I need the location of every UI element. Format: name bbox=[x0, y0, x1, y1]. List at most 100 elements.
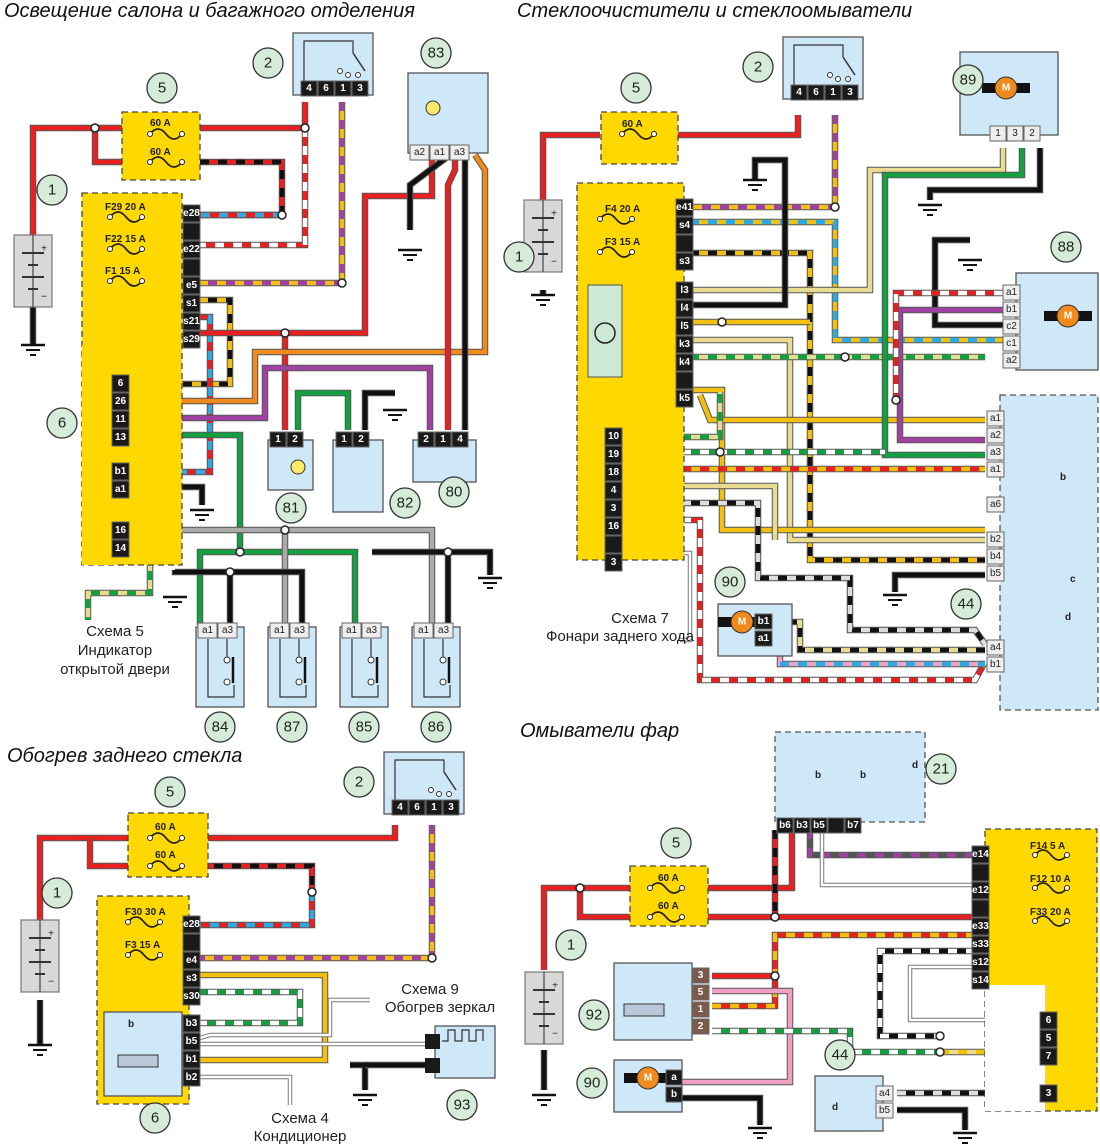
motor-letter: M bbox=[644, 1073, 652, 1084]
switch-contact bbox=[835, 76, 841, 82]
note-wire-scheme9 bbox=[189, 997, 370, 1044]
note-scheme4-line2: Кондиционер bbox=[254, 1128, 347, 1145]
fuse-symbol bbox=[149, 128, 183, 140]
lamp-83-label: 83 bbox=[428, 45, 445, 62]
mount-pin-label: 4 bbox=[611, 485, 617, 496]
battery-label-circle bbox=[503, 241, 535, 273]
mount-pin-label: s3 bbox=[186, 973, 198, 984]
fuse-terminal bbox=[647, 885, 653, 891]
lamp-81-pin-label: 2 bbox=[292, 434, 298, 445]
mount-pin-label: 13 bbox=[115, 432, 127, 443]
washer-pump-label-circle bbox=[714, 566, 746, 598]
ground-icon bbox=[353, 1093, 377, 1106]
wire bbox=[120, 153, 489, 405]
wire-b7-e12 bbox=[819, 830, 975, 888]
lamp-83-pin-label: a1 bbox=[434, 147, 446, 158]
lamp-icon bbox=[290, 459, 306, 475]
steering-switch-label: 44 bbox=[958, 596, 975, 613]
wire bbox=[160, 825, 399, 842]
mount-pin-box bbox=[675, 353, 694, 372]
door-switch-pin-box bbox=[341, 622, 362, 639]
mount-pin-box bbox=[971, 917, 990, 936]
steering-pin-label: a4 bbox=[879, 1088, 891, 1099]
switch-contact bbox=[367, 678, 375, 686]
wire bbox=[36, 834, 128, 920]
wire-core bbox=[350, 1062, 368, 1090]
rear-wiper-pin-label: 2 bbox=[1029, 128, 1035, 139]
wire bbox=[120, 364, 434, 430]
mount-pin-box bbox=[111, 374, 130, 393]
battery-1-icon: +− bbox=[13, 234, 53, 308]
rear-wiper-pin-label: 3 bbox=[1012, 128, 1018, 139]
mount-block-label-circle bbox=[46, 407, 78, 439]
steering-switch-label-circle bbox=[950, 588, 982, 620]
ignition-pin-box bbox=[425, 799, 443, 816]
steering-pin-box bbox=[986, 565, 1005, 582]
switch-contact bbox=[337, 68, 343, 74]
junction-node bbox=[717, 317, 727, 327]
junction-node bbox=[935, 1047, 945, 1057]
junction-node bbox=[307, 887, 317, 897]
wire bbox=[675, 115, 802, 139]
mount-pin-box bbox=[604, 535, 623, 554]
switch-contact bbox=[436, 791, 442, 797]
battery-plus: + bbox=[48, 929, 54, 940]
wire-outline bbox=[771, 931, 975, 985]
door-switch-label-circle bbox=[276, 711, 308, 743]
wire-outline bbox=[540, 884, 630, 970]
wire-core bbox=[897, 307, 1003, 443]
door-switch-label: 87 bbox=[284, 719, 301, 736]
fuse-terminal bbox=[107, 246, 113, 252]
thin-wire-core bbox=[908, 965, 1038, 1022]
switch-trace bbox=[394, 759, 445, 803]
mount-pin-label: s30 bbox=[183, 991, 200, 1002]
fuse-symbol bbox=[1034, 915, 1068, 927]
ignition-pin-box bbox=[807, 84, 825, 101]
front-wiper-motor-label: 88 bbox=[1058, 239, 1075, 256]
mount-pin-label: 19 bbox=[608, 449, 620, 460]
contact-label: d bbox=[1065, 612, 1071, 623]
unit-80-pin-box bbox=[434, 431, 452, 448]
wire-outline bbox=[361, 389, 395, 430]
wire bbox=[406, 152, 452, 230]
mount-block-label-circle bbox=[139, 1102, 171, 1134]
fuse-terminal bbox=[179, 835, 185, 841]
contact-label: d bbox=[832, 1102, 838, 1113]
wire bbox=[190, 128, 309, 249]
steering-pin-label: b1 bbox=[990, 659, 1002, 670]
ignition-pin-label: 1 bbox=[830, 87, 836, 98]
steering-pin-label: b5 bbox=[990, 568, 1002, 579]
junction-node bbox=[300, 123, 310, 133]
wire-core bbox=[697, 394, 985, 423]
switch-contact bbox=[367, 656, 375, 664]
lamp-81-label-circle bbox=[275, 492, 307, 524]
mount-pin-box bbox=[604, 553, 623, 572]
light-switch-pin-box bbox=[776, 817, 794, 834]
front-wiper-pin-label: b1 bbox=[1006, 304, 1018, 315]
wire bbox=[690, 249, 985, 564]
wire-core bbox=[540, 132, 600, 200]
ignition-switch-label-circle bbox=[252, 47, 284, 79]
mount-pin-label: 11 bbox=[115, 414, 126, 425]
door-switch-84 bbox=[195, 626, 245, 708]
fuse-terminal bbox=[139, 278, 145, 284]
contact-label: b bbox=[815, 770, 821, 781]
wire-core bbox=[772, 932, 975, 985]
mount-pin-label: 10 bbox=[608, 431, 620, 442]
door-switch-pin-label: a1 bbox=[202, 625, 214, 636]
headlamp-washer-pump-label-circle bbox=[576, 1067, 608, 1099]
mount-pin-box bbox=[111, 521, 130, 540]
door-switch-pin-label: a3 bbox=[366, 625, 378, 636]
fuse-terminal bbox=[1064, 852, 1070, 858]
heater-label: 93 bbox=[454, 1097, 471, 1114]
steering-pin-box bbox=[986, 639, 1005, 656]
wire bbox=[771, 931, 975, 985]
light-switch-pin-label: b6 bbox=[779, 820, 791, 831]
mount-pin-box bbox=[111, 539, 130, 558]
wire-outline bbox=[576, 888, 630, 921]
mount-pin-box bbox=[182, 969, 201, 988]
fuse-symbol bbox=[649, 911, 683, 923]
junction-node bbox=[840, 352, 850, 362]
fuse-symbol bbox=[149, 832, 183, 844]
door-switch-pin-box bbox=[217, 622, 238, 639]
